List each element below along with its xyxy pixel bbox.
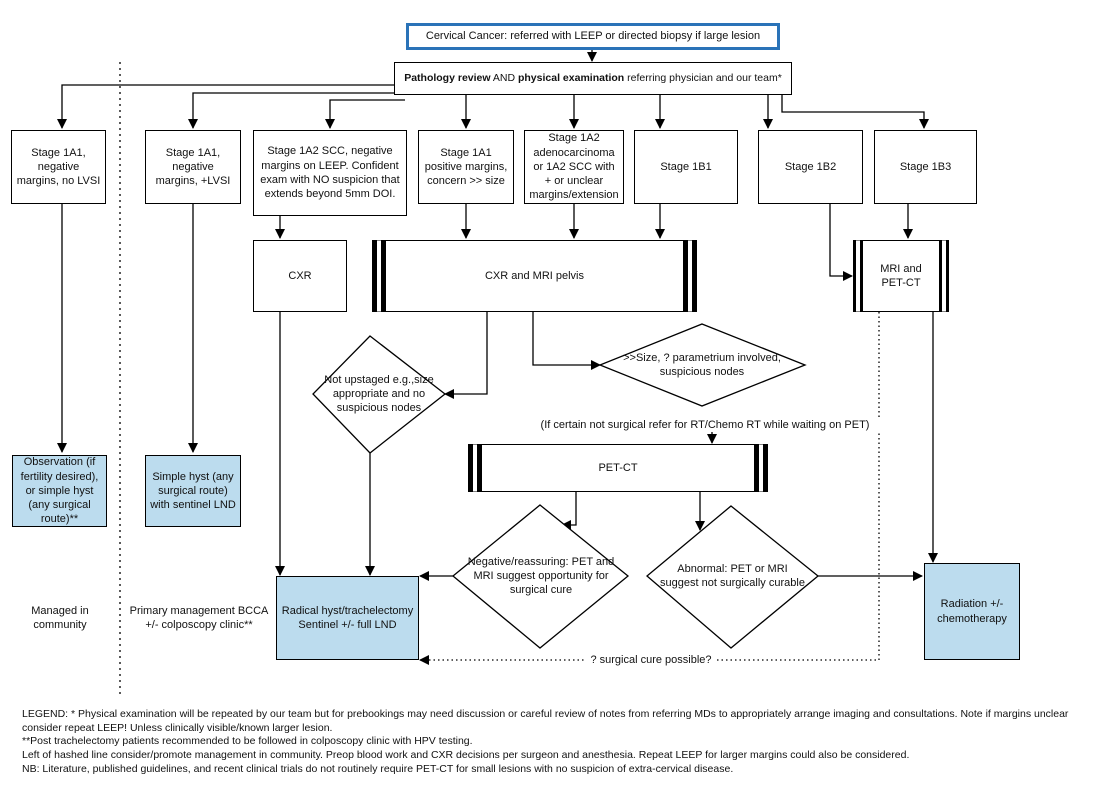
decision-size: >>Size, ? parametrium involved, suspicio…: [608, 345, 796, 385]
petct-box: PET-CT: [468, 444, 768, 492]
cxr-box: CXR: [253, 240, 347, 312]
mri-petct-text: MRI and PET-CT: [880, 262, 922, 289]
stage-1b2: Stage 1B2: [758, 130, 863, 204]
decision-negative: Negative/reassuring: PET and MRI suggest…: [456, 550, 626, 602]
legend-line-4: NB: Literature, published guidelines, an…: [22, 762, 734, 775]
outcome-radiation: Radiation +/- chemotherapy: [924, 563, 1020, 660]
review-rest: referring physician and our team*: [624, 71, 782, 84]
arrow-pet-negative: [561, 492, 577, 530]
cxr-text: CXR: [288, 269, 312, 282]
stage-1a2-scc-text: Stage 1A2 SCC, negative margins on LEEP.…: [260, 145, 400, 201]
stage-1a1-lvsi: Stage 1A1, negative margins, +LVSI: [145, 130, 241, 204]
arrow-s7-mripet: [829, 204, 853, 281]
legend-line-3: Left of hashed line consider/promote man…: [22, 748, 910, 761]
review-bold-exam: physical examination: [517, 71, 625, 84]
stage-1a1-no-lvsi: Stage 1A1, negative margins, no LVSI: [11, 130, 106, 204]
stage-1a1-lvsi-text: Stage 1A1, negative margins, +LVSI: [155, 146, 231, 188]
stage-1a1-positive: Stage 1A1 positive margins, concern >> s…: [418, 130, 514, 204]
stage-1b3: Stage 1B3: [874, 130, 977, 204]
diamond-abnormal: [645, 505, 820, 649]
stage-1b1: Stage 1B1: [634, 130, 738, 204]
label-primary-management: Primary management BCCA +/- colposcopy c…: [129, 605, 269, 632]
arrow-cxrmri-size: [532, 312, 601, 370]
legend: LEGEND: * Physical examination will be r…: [22, 708, 1102, 776]
diamond-not-upstaged: [312, 335, 447, 454]
decision-not-upstaged: Not upstaged e.g.,size appropriate and n…: [313, 362, 445, 426]
title-box: Cervical Cancer: referred with LEEP or d…: [406, 23, 780, 50]
review-box: Pathology review AND physical examinatio…: [394, 62, 792, 95]
label-managed-community: Managed in community: [31, 605, 89, 632]
arrow-review-s8: [781, 95, 929, 129]
decision-abnormal: Abnormal: PET or MRI suggest not surgica…: [650, 550, 815, 602]
arrow-cxrmri-notupstaged: [444, 312, 488, 399]
arrow-dotted-surgical-cure: [419, 312, 880, 665]
outcome-radical-hyst: Radical hyst/trachelectomy Sentinel +/- …: [276, 576, 419, 660]
arrow-review-s1: [57, 84, 405, 129]
stage-1b3-text: Stage 1B3: [899, 160, 952, 173]
note-if-certain: (If certain not surgical refer for RT/Ch…: [530, 418, 880, 433]
review-bold-pathology: Pathology review: [404, 71, 491, 84]
stage-1a2-scc: Stage 1A2 SCC, negative margins on LEEP.…: [253, 130, 407, 216]
outcome-simple-hyst: Simple hyst (any surgical route) with se…: [145, 455, 241, 527]
stage-1b1-text: Stage 1B1: [660, 160, 712, 173]
legend-line-1: LEGEND: * Physical examination will be r…: [22, 708, 1069, 734]
review-and: AND: [490, 71, 518, 84]
mri-petct-box: MRI and PET-CT: [853, 240, 949, 312]
diamond-size: [598, 323, 807, 407]
stage-1a2-adeno-text: Stage 1A2 adenocarcinoma or 1A2 SCC with…: [529, 132, 619, 202]
note-surgical-cure: ? surgical cure possible?: [586, 653, 716, 668]
outcome-radiation-text: Radiation +/- chemotherapy: [937, 598, 1007, 625]
diamond-negative: [451, 504, 630, 649]
decision-size-text: >>Size, ? parametrium involved, suspicio…: [623, 351, 781, 378]
outcome-radical-hyst-text: Radical hyst/trachelectomy Sentinel +/- …: [281, 604, 414, 631]
decision-negative-text: Negative/reassuring: PET and MRI suggest…: [467, 555, 615, 597]
cxr-mri-pelvis-text: CXR and MRI pelvis: [484, 269, 585, 282]
cxr-mri-pelvis-box: CXR and MRI pelvis: [372, 240, 697, 312]
arrow-review-s2: [188, 92, 405, 129]
stage-1b2-text: Stage 1B2: [784, 160, 837, 173]
outcome-observation: Observation (if fertility desired), or s…: [12, 455, 107, 527]
stage-1a2-adeno: Stage 1A2 adenocarcinoma or 1A2 SCC with…: [524, 130, 624, 204]
legend-line-2: **Post trachelectomy patients recommende…: [22, 735, 473, 748]
outcome-simple-hyst-text: Simple hyst (any surgical route) with se…: [150, 470, 236, 512]
decision-abnormal-text: Abnormal: PET or MRI suggest not surgica…: [660, 562, 805, 589]
outcome-observation-text: Observation (if fertility desired), or s…: [20, 456, 99, 526]
stage-1a1-positive-text: Stage 1A1 positive margins, concern >> s…: [424, 146, 508, 188]
decision-not-upstaged-text: Not upstaged e.g.,size appropriate and n…: [324, 373, 434, 415]
stage-1a1-no-lvsi-text: Stage 1A1, negative margins, no LVSI: [16, 146, 101, 188]
arrow-review-s3: [325, 99, 405, 129]
petct-text: PET-CT: [598, 461, 638, 474]
title-text: Cervical Cancer: referred with LEEP or d…: [425, 30, 761, 43]
